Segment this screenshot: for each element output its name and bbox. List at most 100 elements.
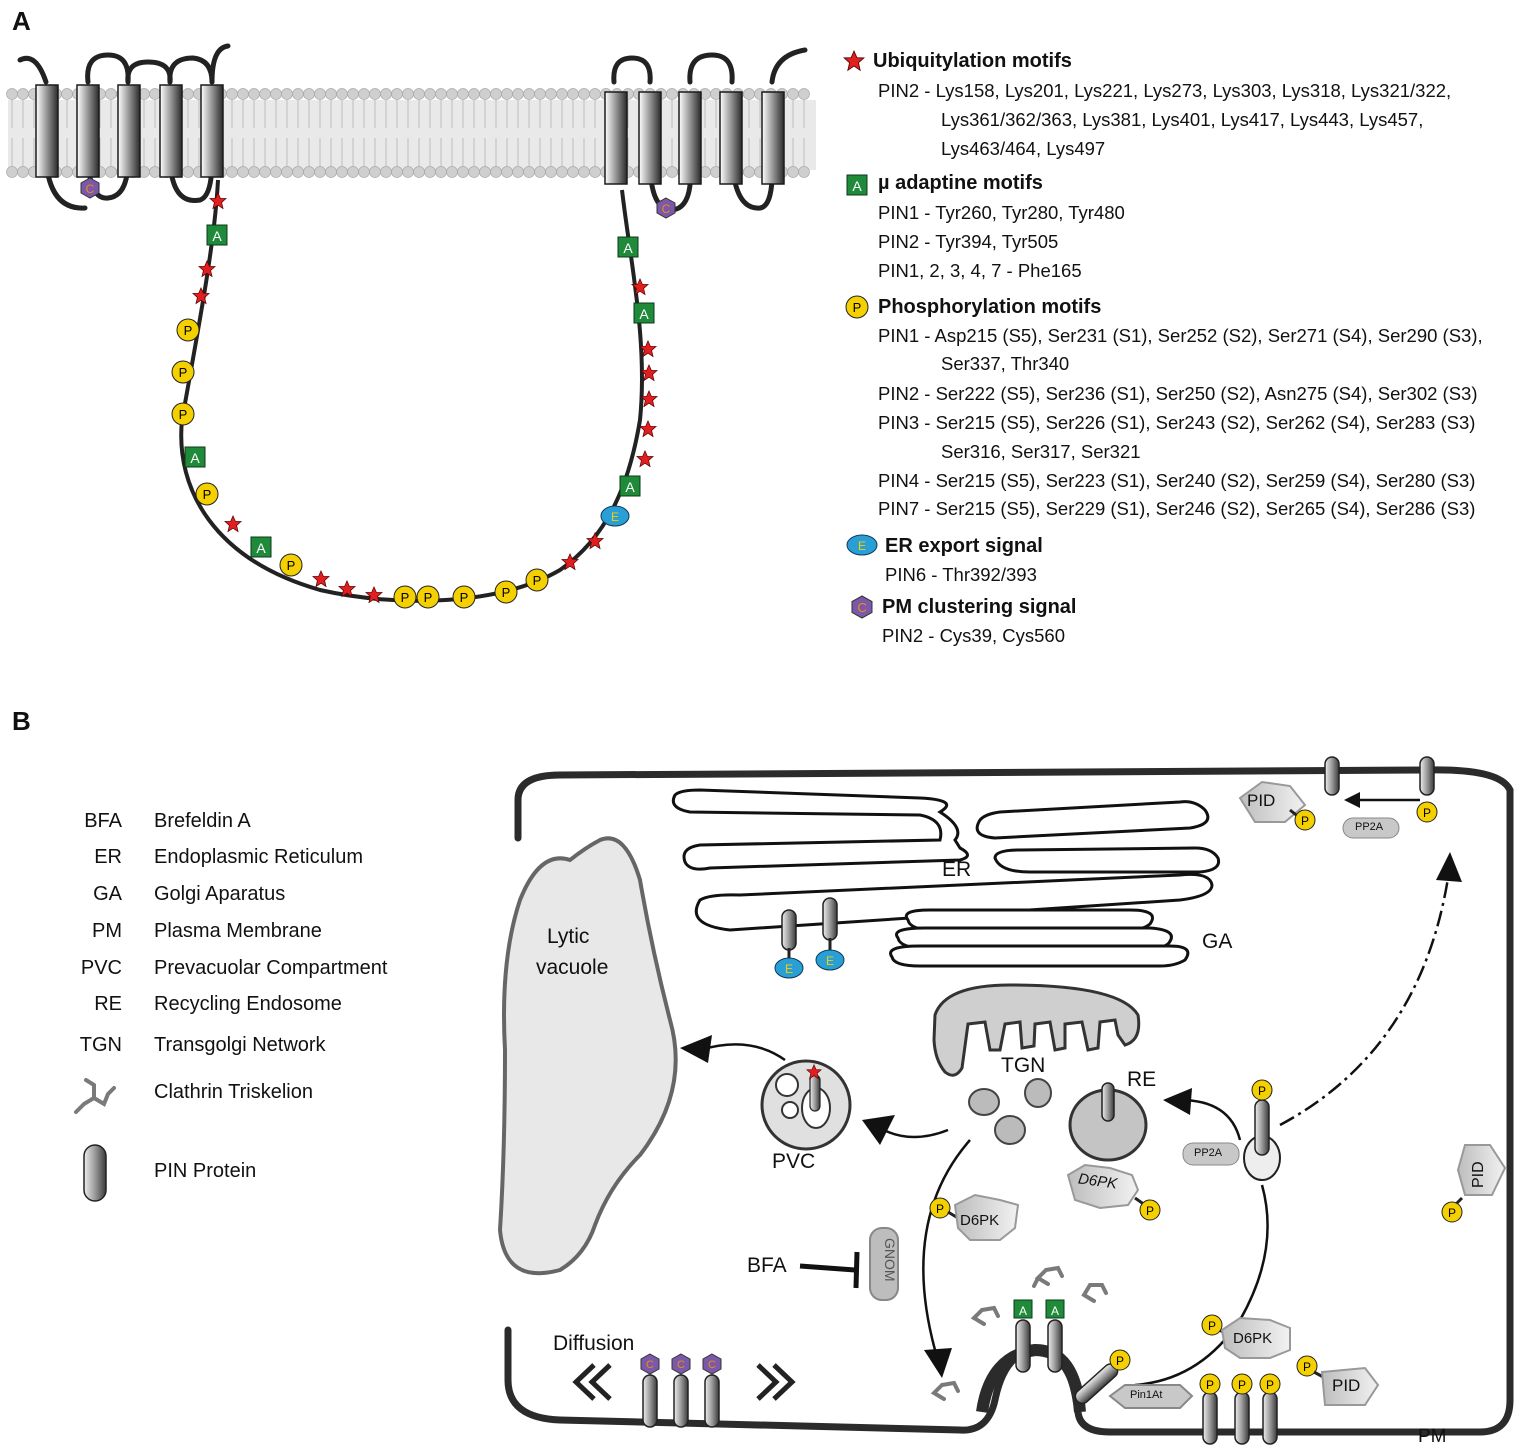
phosphorylation-line: PIN3 - Ser215 (S5), Ser226 (S1), Ser243 … [878,412,1476,433]
svg-text:A: A [212,228,222,244]
tm-helix-right [604,91,785,185]
adaptine-box: A [619,475,641,497]
phosphorylation-line: PIN1 - Asp215 (S5), Ser231 (S1), Ser252 … [878,325,1483,346]
svg-text:A: A [623,240,633,256]
bfa-inhibition [799,1251,860,1289]
svg-text:P: P [1116,1354,1124,1368]
svg-text:P: P [1208,1319,1216,1333]
svg-text:P: P [401,590,410,605]
svg-text:P: P [1206,1378,1214,1392]
phospho-circle: P [452,585,476,609]
svg-text:E: E [611,510,619,524]
trans-golgi-network [932,983,1141,1077]
phospho-circle: P [416,585,440,609]
svg-text:P: P [460,590,469,605]
ubiquitylation-star [636,450,654,467]
svg-text:P: P [1146,1204,1154,1218]
adaptine-box: A [184,446,206,468]
d6pk-label: D6PK [960,1212,1000,1229]
er-pins: E E [774,897,845,979]
pin-protein-icon [83,1144,107,1202]
svg-text:C: C [857,600,866,615]
adaptine-box: A [633,302,655,324]
pp2a-label: PP2A [1194,1147,1223,1159]
tgn-vesicles [968,1078,1052,1145]
gnom-label: GNOM [882,1238,898,1282]
er-label: ER [942,858,972,881]
tgn-label: TGN [1001,1054,1046,1077]
svg-text:C: C [662,202,671,216]
svg-text:P: P [1238,1378,1246,1392]
clustering-signal-marks-a: C C [80,177,676,219]
diffusion-chevrons [572,1363,796,1401]
svg-text:E: E [785,962,793,976]
svg-text:P: P [1423,806,1431,820]
pp2a-mid [1182,1142,1240,1166]
pid-bottom: P [1296,1355,1380,1406]
star-icon [843,50,865,71]
d6pk-pm: P [1201,1314,1291,1359]
vacuole-label: vacuole [536,956,609,979]
diffusion-pins: C C C [640,1353,722,1428]
svg-text:E: E [826,954,834,968]
hydrophilic-loop [179,179,644,603]
svg-text:A: A [852,178,862,194]
pid-right: P [1441,1144,1507,1223]
pid-top: P [1238,780,1316,831]
diffusion-label: Diffusion [553,1332,635,1355]
phospho-circle: P [494,580,518,604]
svg-text:P: P [184,323,193,338]
adaptine-box: A [250,536,272,558]
svg-text:A: A [190,450,200,466]
er-export-title: ER export signal [885,535,1043,557]
golgi-apparatus [889,908,1190,968]
svg-text:C: C [677,1359,685,1371]
ga-label: GA [1202,930,1233,953]
adaptine-line: PIN1 - Tyr260, Tyr280, Tyr480 [878,202,1125,223]
d6pk-cytosol: P [929,1193,1020,1241]
ubiquitylation-title: Ubiquitylation motifs [873,50,1072,72]
phosphorylation-line: Ser316, Ser317, Ser321 [941,441,1141,462]
pin1at-label: Pin1At [1130,1389,1163,1401]
prevacuolar-compartment [760,1059,852,1151]
tm-helix-left [35,84,224,178]
adaptine-line: PIN2 - Tyr394, Tyr505 [878,231,1059,252]
phosphorylation-line: PIN4 - Ser215 (S5), Ser223 (S1), Ser240 … [878,470,1476,491]
pm-label: PM [1418,1426,1447,1447]
svg-text:P: P [1266,1378,1274,1392]
clathrin-legend-label: Clathrin Triskelion [154,1081,313,1103]
svg-text:P: P [853,300,862,315]
lytic-vacuole [497,836,678,1276]
panel-a-letter: A [12,6,31,36]
pid-label: PID [1332,1376,1361,1395]
svg-text:E: E [858,539,866,553]
phospho-circle: P [279,553,303,577]
adaptine-icon: A [846,174,868,196]
phospho-circle: P [171,402,195,426]
gnom-protein [869,1227,899,1301]
pm-cluster-line: PIN2 - Cys39, Cys560 [882,625,1066,646]
svg-text:P: P [1301,814,1309,828]
svg-text:P: P [936,1202,944,1216]
re-label: RE [1127,1068,1157,1091]
phospho-circle: P [195,482,219,506]
pvc-label: PVC [772,1150,816,1173]
pin1at-protein [1108,1384,1194,1409]
svg-text:P: P [533,573,542,588]
ubiquitylation-line: PIN2 - Lys158, Lys201, Lys221, Lys273, L… [878,80,1452,101]
pid-label: PID [1470,1161,1487,1188]
svg-text:A: A [639,306,649,322]
arrow-heads [680,792,1462,1378]
pin-legend-label: PIN Protein [154,1160,257,1182]
phospho-icon: P [845,295,869,319]
phosphorylation-title: Phosphorylation motifs [878,296,1102,318]
svg-text:P: P [287,558,296,573]
ubiquitylation-line: Lys361/362/363, Lys381, Lys401, Lys417, … [941,109,1424,130]
er-export-icon: E [846,534,878,556]
pp2a-top [1342,817,1400,839]
svg-text:A: A [256,540,266,556]
svg-text:C: C [646,1359,654,1371]
svg-text:A: A [1019,1304,1027,1318]
